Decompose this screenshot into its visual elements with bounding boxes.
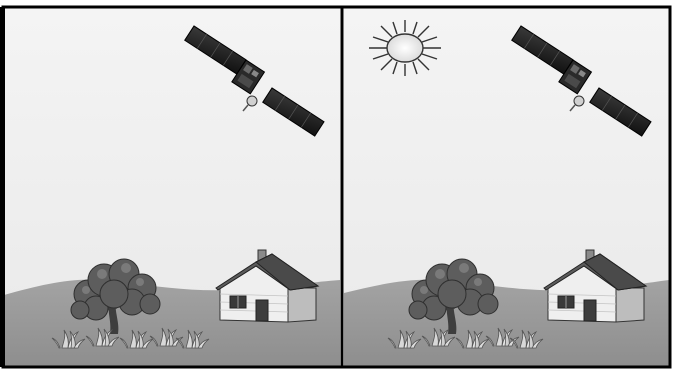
right-panel [344, 8, 669, 366]
left-frame-bar [0, 7, 5, 367]
left-panel [4, 8, 340, 366]
